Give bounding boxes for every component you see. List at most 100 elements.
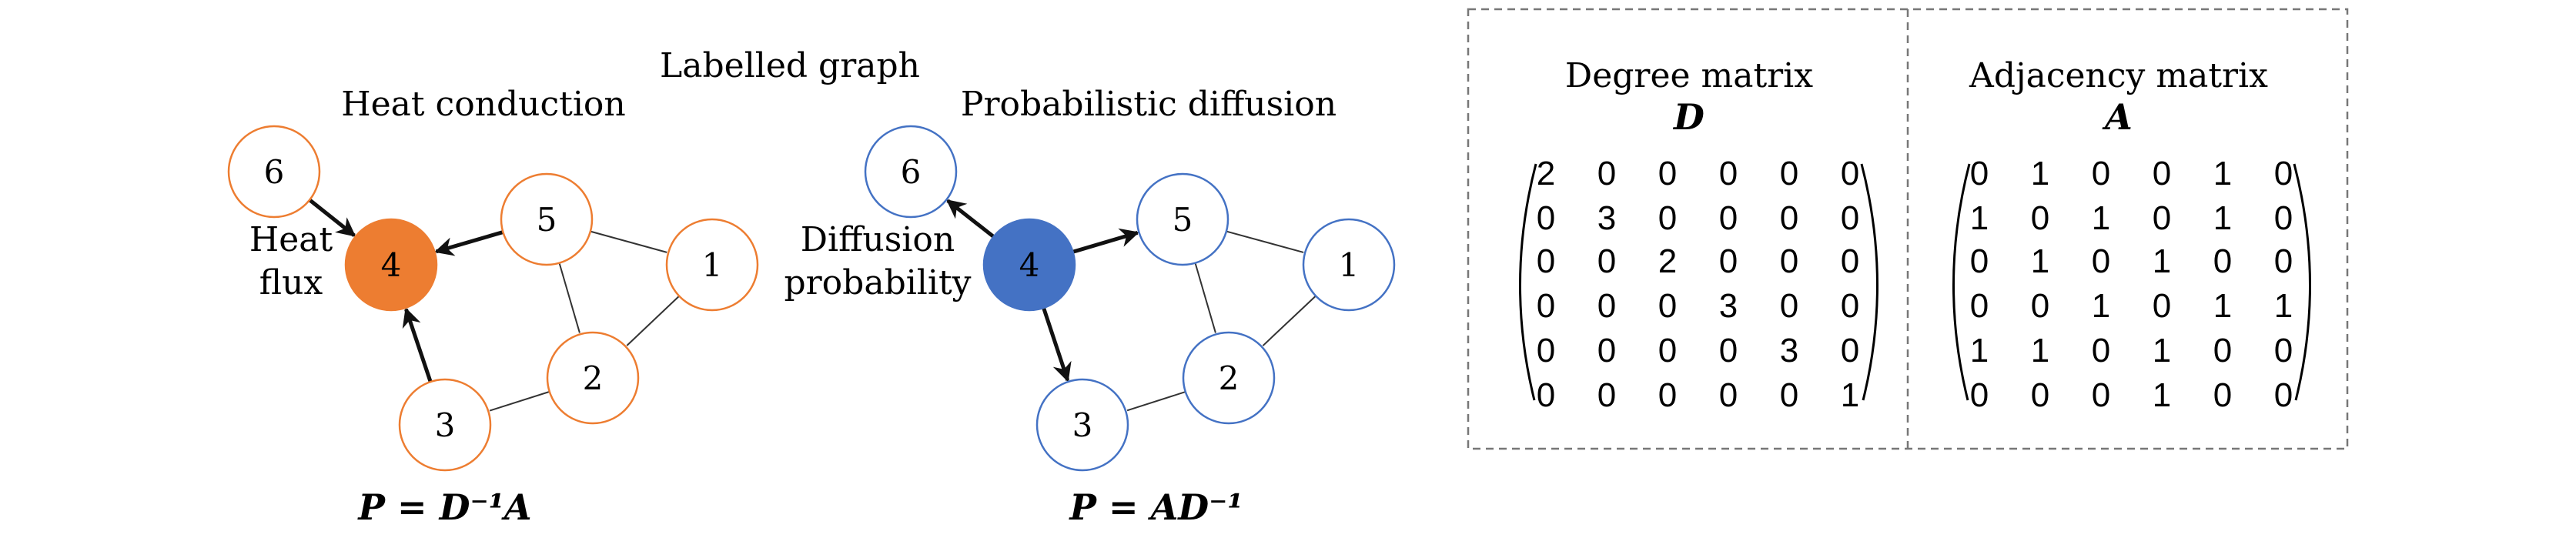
matrix-cell: 0: [1658, 199, 1677, 237]
matrix-cell: 1: [2092, 287, 2110, 325]
node-4: [982, 218, 1076, 312]
matrix-cell: 0: [1658, 287, 1677, 325]
matrix-cell: 1: [2031, 155, 2049, 192]
matrix-cell: 0: [1780, 155, 1798, 192]
matrix-cell: 0: [1658, 332, 1677, 369]
matrix-cell: 3: [1719, 287, 1738, 325]
node-label: 4: [1019, 246, 1040, 284]
matrix-cell: 0: [1597, 155, 1616, 192]
matrix-cell: 0: [2092, 332, 2110, 369]
matrix-cell: 1: [2153, 332, 2171, 369]
heat-formula: P = D⁻¹A: [356, 486, 531, 528]
right-parenthesis: [1860, 163, 1878, 401]
arrow-6-to-4: [308, 198, 356, 237]
node-label: 6: [901, 153, 922, 191]
matrix-cell: 0: [1719, 155, 1738, 192]
matrix-cell: 0: [1970, 287, 1989, 325]
heat-conduction-title: Heat conduction: [341, 85, 626, 124]
node-label: 6: [264, 153, 285, 191]
matrix-cell: 0: [1719, 199, 1738, 237]
node-3: [1035, 378, 1129, 472]
matrix-cell: 0: [2213, 376, 2232, 414]
matrix-cell: 0: [1841, 199, 1859, 237]
matrix-cell: 0: [1780, 287, 1798, 325]
edge-1-2: [1262, 295, 1316, 346]
matrix-cell: 3: [1780, 332, 1798, 369]
matrix-cell: 0: [1841, 287, 1859, 325]
matrix-cell: 0: [2213, 332, 2232, 369]
arrow-3-to-4: [402, 307, 433, 383]
adjacency-matrix-symbol: A: [2102, 96, 2133, 138]
matrix-cell: 1: [2213, 155, 2232, 192]
matrix-cell: 0: [1780, 199, 1798, 237]
edge-5-2: [558, 262, 580, 333]
node-label: 4: [381, 246, 402, 284]
matrix-cell: 1: [1970, 199, 1989, 237]
edge-1-2: [626, 295, 680, 346]
matrix-cell: 0: [2031, 376, 2049, 414]
matrix-cell: 1: [2153, 376, 2171, 414]
matrix-cell: 2: [1658, 242, 1677, 280]
matrix-cell: 1: [1970, 332, 1989, 369]
diffusion-formula: P = AD⁻¹: [1068, 486, 1243, 528]
probabilistic-diffusion-title: Probabilistic diffusion: [961, 85, 1337, 124]
node-5: [1136, 172, 1229, 266]
matrix-cell: 0: [1658, 376, 1677, 414]
matrix-cell: 0: [1597, 242, 1616, 280]
node-1: [1302, 218, 1396, 312]
node-1: [665, 218, 759, 312]
node-label: 5: [537, 201, 557, 239]
matrix-cell: 1: [2031, 242, 2049, 280]
matrix-cell: 0: [1970, 376, 1989, 414]
node-label: 2: [583, 359, 604, 397]
matrix-cell: 1: [2153, 242, 2171, 280]
matrix-cell: 0: [1841, 242, 1859, 280]
node-2: [1182, 331, 1276, 425]
edge-5-1: [590, 230, 667, 253]
matrix-cell: 0: [1597, 332, 1616, 369]
adjacency-matrix-title: Adjacency matrix: [1969, 56, 2268, 95]
matrix-cell: 1: [2213, 287, 2232, 325]
matrix-cell: 1: [2092, 199, 2110, 237]
matrix-box: [1467, 8, 2349, 450]
node-6: [227, 125, 321, 219]
matrix-cell: 0: [2274, 242, 2293, 280]
node-4: [344, 218, 438, 312]
matrix-cell: 0: [1719, 332, 1738, 369]
heat-flux-label-line1: Heat: [249, 220, 333, 259]
diffusion-probability-label-line1: Diffusion: [801, 220, 955, 259]
heat-flux-label-line2: flux: [259, 263, 323, 302]
left-parenthesis: [1519, 163, 1537, 401]
diffusion-probability-label-line2: probability: [784, 263, 971, 302]
matrix-cell: 0: [1719, 376, 1738, 414]
matrix-cell: 0: [2274, 155, 2293, 192]
node-6: [864, 125, 958, 219]
right-parenthesis: [2293, 163, 2311, 401]
matrix-cell: 0: [2153, 287, 2171, 325]
edge-5-1: [1226, 230, 1304, 253]
matrix-cell: 0: [1537, 242, 1555, 280]
node-2: [546, 331, 640, 425]
matrix-cell: 0: [2031, 199, 2049, 237]
matrix-cell: 0: [2274, 376, 2293, 414]
matrix-cell: 0: [1780, 242, 1798, 280]
degree-matrix-symbol: D: [1672, 96, 1705, 138]
matrix-cell: 0: [1537, 376, 1555, 414]
adjacency-matrix: Adjacency matrix A 0 1 0 0 1 0 1 0 1 0 1 0 0 1 0 1 0 0 0 0 1…: [1952, 56, 2311, 414]
matrix-cell: 0: [2092, 155, 2110, 192]
matrix-cell: 0: [1780, 376, 1798, 414]
edge-2-3: [1126, 391, 1186, 412]
edge-2-3: [489, 390, 550, 412]
arrow-4-to-5: [1072, 228, 1139, 254]
matrix-cell: 0: [1537, 287, 1555, 325]
matrix-cell: 0: [1719, 242, 1738, 280]
matrix-cell: 0: [2274, 199, 2293, 237]
matrix-cell: 1: [2031, 332, 2049, 369]
arrow-5-to-4: [434, 230, 504, 256]
matrix-cell: 0: [2031, 287, 2049, 325]
edge-5-2: [1194, 262, 1216, 333]
